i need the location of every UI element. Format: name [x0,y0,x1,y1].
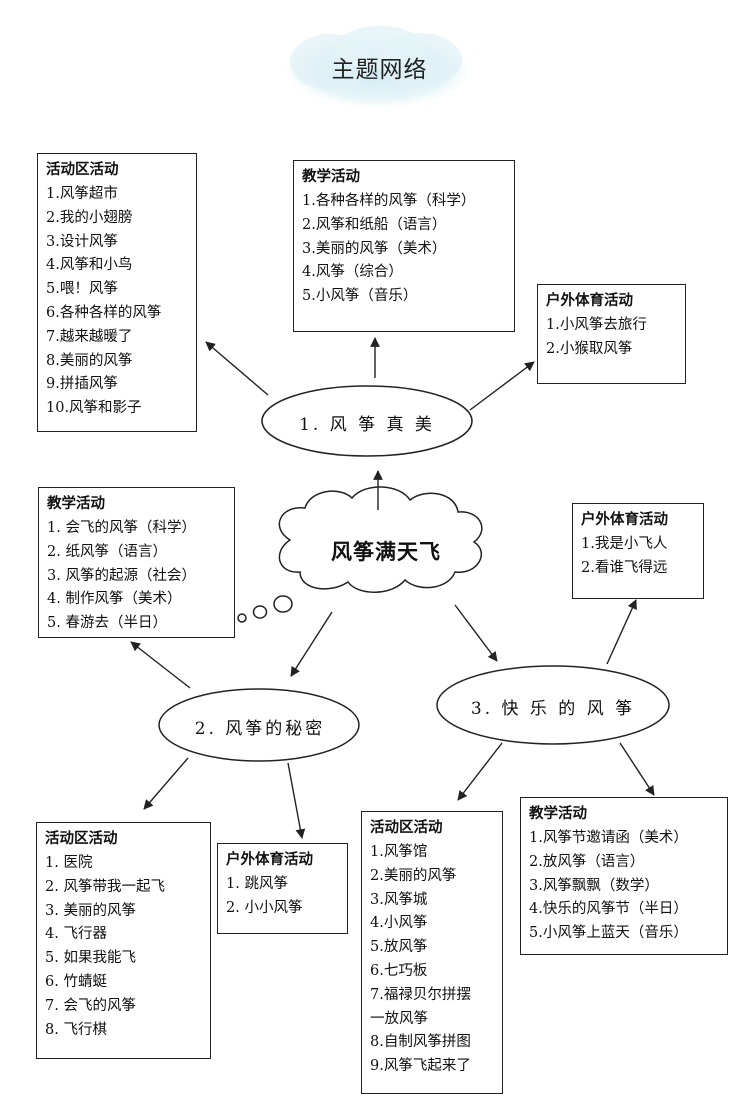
box-heading: 教学活动 [529,806,587,822]
box-heading: 户外体育活动 [581,512,668,528]
theme-3-label: 3. 快 乐 的 风 筝 [470,699,636,719]
list-item: 10.风筝和影子 [46,400,142,417]
theme-oval-1 [261,385,473,457]
list-item: 9.风筝飞起来了 [370,1058,471,1075]
list-item: 2. 风筝带我一起飞 [45,878,165,895]
theme3-area-activities-box: 活动区活动 1.风筝馆 2.美丽的风筝 3.风筝城 4.小风筝 5.放风筝 6.… [361,811,503,1094]
list-item: 5.小风筝（音乐） [302,288,418,305]
list-item: 5.放风筝 [370,939,428,956]
arrow-t2-to-area [143,757,189,810]
theme2-teaching-activities-box: 教学活动 1. 会飞的风筝（科学） 2. 纸风筝（语言） 3. 风筝的起源（社会… [38,487,235,638]
activity-list: 1.风筝超市 2.我的小翅膀 3.设计风筝 4.风筝和小鸟 5.喂！风筝 6.各… [46,183,188,421]
list-item: 2. 纸风筝（语言） [47,543,167,560]
activity-list: 1.小风筝去旅行 2.小猴取风筝 [546,314,677,362]
theme1-outdoor-activities-box: 户外体育活动 1.小风筝去旅行 2.小猴取风筝 [537,284,686,384]
theme-2-label: 2. 风筝的秘密 [194,719,326,739]
list-item: 6.各种各样的风筝 [46,304,162,321]
list-item: 1.小风筝去旅行 [546,317,647,333]
arrow-t1-to-outdoor [469,361,535,411]
list-item: 4.快乐的风筝节（半日） [529,901,688,918]
arrow-t1-to-area [205,341,269,396]
list-item: 6.七巧板 [370,962,428,979]
list-item: 2.我的小翅膀 [46,209,133,226]
list-item: 5.喂！风筝 [46,281,118,298]
activity-list: 1.各种各样的风筝（科学） 2.风筝和纸船（语言） 3.美丽的风筝（美术） 4.… [302,190,506,309]
center-topic: 风筝满天飞 [331,540,441,564]
arrow-t3-to-teach [619,742,655,796]
list-item: 一放风筝 [370,1010,428,1027]
arrow-t2-to-outdoor [287,762,306,839]
list-item: 5. 春游去（半日） [47,615,167,632]
list-item: 2. 小小风筝 [226,899,303,916]
list-item: 1. 会飞的风筝（科学） [47,520,196,536]
activity-list: 1.我是小飞人 2.看谁飞得远 [581,533,695,581]
list-item: 8.自制风筝拼图 [370,1034,471,1051]
list-item: 4.小风筝 [370,915,428,932]
arrow-t3-to-area [457,742,503,801]
list-item: 7. 会飞的风筝 [45,997,136,1014]
box-heading: 教学活动 [47,496,105,512]
theme2-outdoor-activities-box: 户外体育活动 1. 跳风筝 2. 小小风筝 [217,843,348,934]
activity-list: 1. 跳风筝 2. 小小风筝 [226,873,339,921]
list-item: 3.设计风筝 [46,233,118,250]
list-item: 6. 竹蜻蜓 [45,973,107,990]
theme-oval-3 [436,665,670,745]
list-item: 9.拼插风筝 [46,376,118,393]
list-item: 1.各种各样的风筝（科学） [302,193,476,209]
page-title: 主题网络 [331,57,428,83]
theme-oval-2 [158,688,360,762]
theme3-teaching-activities-box: 教学活动 1.风筝节邀请函（美术） 2.放风筝（语言） 3.风筝飘飘（数学） 4… [520,797,728,955]
list-item: 7.越来越暖了 [46,328,133,345]
box-heading: 户外体育活动 [226,852,313,868]
arrow-center-to-t2 [290,611,333,677]
list-item: 2.风筝和纸船（语言） [302,216,447,233]
list-item: 8. 飞行棋 [45,1021,107,1038]
list-item: 2.放风筝（语言） [529,853,645,870]
list-item: 3.风筝飘飘（数学） [529,877,659,894]
theme2-area-activities-box: 活动区活动 1. 医院 2. 风筝带我一起飞 3. 美丽的风筝 4. 飞行器 5… [36,822,211,1059]
list-item: 2.小猴取风筝 [546,340,633,357]
list-item: 1. 医院 [45,855,93,871]
list-item: 2.美丽的风筝 [370,867,457,884]
box-heading: 教学活动 [302,169,360,185]
title-cloud-shape [286,26,470,108]
box-heading: 活动区活动 [46,162,119,178]
box-heading: 活动区活动 [370,820,443,836]
theme1-area-activities-box: 活动区活动 1.风筝超市 2.我的小翅膀 3.设计风筝 4.风筝和小鸟 5.喂！… [37,153,197,432]
list-item: 4. 飞行器 [45,926,107,943]
list-item: 3. 美丽的风筝 [45,902,136,919]
activity-list: 1.风筝节邀请函（美术） 2.放风筝（语言） 3.风筝飘飘（数学） 4.快乐的风… [529,827,719,946]
list-item: 3. 风筝的起源（社会） [47,567,196,584]
list-item: 3.风筝城 [370,891,428,908]
center-cloud-shape [237,486,483,623]
theme-1-label: 1. 风 筝 真 美 [299,415,435,435]
activity-list: 1. 医院 2. 风筝带我一起飞 3. 美丽的风筝 4. 飞行器 5. 如果我能… [45,852,202,1042]
list-item: 1.我是小飞人 [581,536,668,552]
list-item: 8.美丽的风筝 [46,352,133,369]
list-item: 5.小风筝上蓝天（音乐） [529,925,688,942]
list-item: 4. 制作风筝（美术） [47,591,182,608]
list-item: 2.看谁飞得远 [581,559,668,576]
list-item: 7.福禄贝尔拼摆 [370,986,471,1003]
activity-list: 1. 会飞的风筝（科学） 2. 纸风筝（语言） 3. 风筝的起源（社会） 4. … [47,517,226,636]
list-item: 4.风筝（综合） [302,264,403,281]
arrow-t3-to-outdoor [606,599,637,665]
arrow-center-to-t3 [454,604,498,662]
list-item: 1. 跳风筝 [226,876,288,892]
list-item: 1.风筝馆 [370,844,428,860]
arrow-t2-to-teach [130,641,191,689]
box-heading: 户外体育活动 [546,293,633,309]
list-item: 1.风筝节邀请函（美术） [529,830,688,846]
list-item: 1.风筝超市 [46,186,118,202]
theme1-teaching-activities-box: 教学活动 1.各种各样的风筝（科学） 2.风筝和纸船（语言） 3.美丽的风筝（美… [293,160,515,332]
list-item: 3.美丽的风筝（美术） [302,240,447,257]
activity-list: 1.风筝馆 2.美丽的风筝 3.风筝城 4.小风筝 5.放风筝 6.七巧板 7.… [370,841,494,1079]
list-item: 4.风筝和小鸟 [46,257,133,274]
theme3-outdoor-activities-box: 户外体育活动 1.我是小飞人 2.看谁飞得远 [572,503,704,599]
list-item: 5. 如果我能飞 [45,950,136,967]
box-heading: 活动区活动 [45,831,118,847]
